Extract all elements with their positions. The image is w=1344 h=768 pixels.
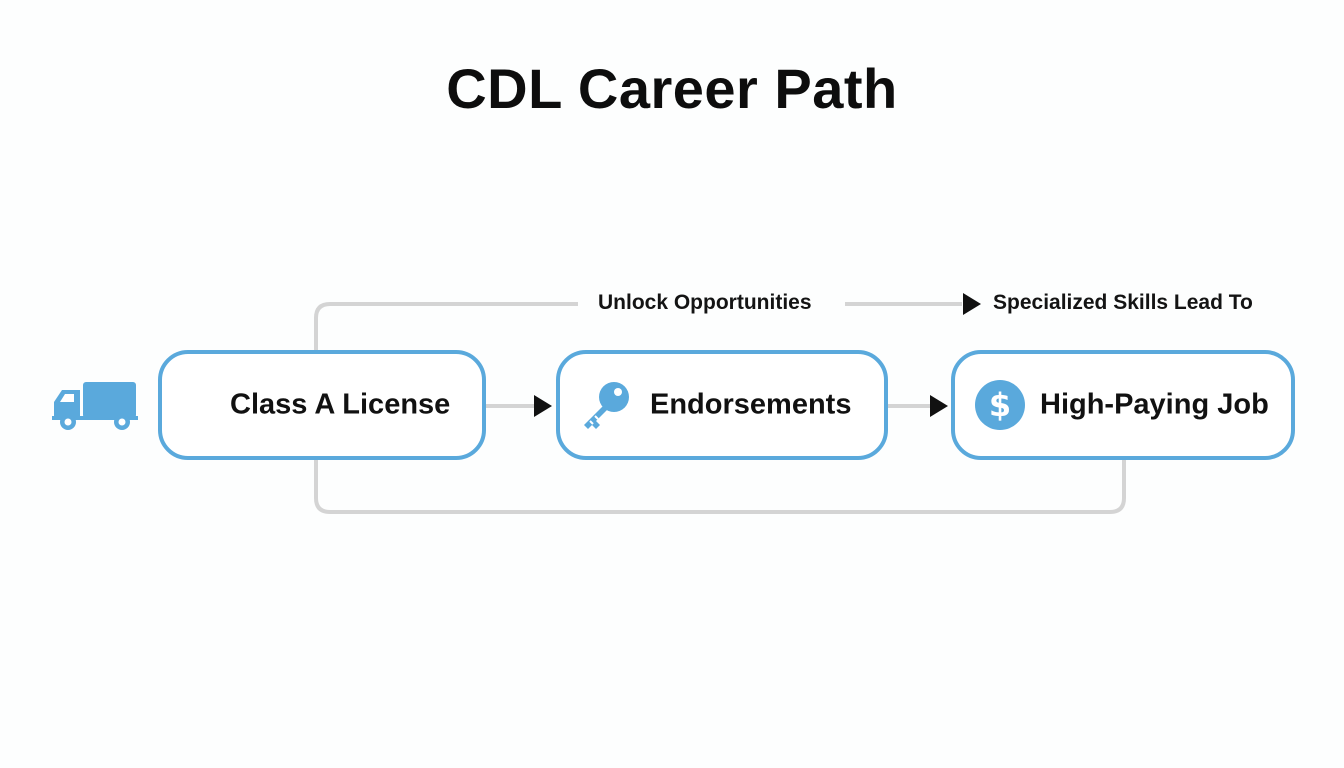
bottom-loop-connector (314, 460, 1126, 514)
svg-text:$: $ (989, 386, 1011, 424)
top-loop-arrowhead (963, 293, 981, 315)
node-endorsements: Endorsements (556, 350, 888, 460)
edge-label-specialized: Specialized Skills Lead To (993, 291, 1253, 315)
diagram-title: CDL Career Path (446, 57, 898, 120)
dollar-icon: $ (975, 380, 1025, 430)
node-label-class-a-license: Class A License (230, 388, 451, 421)
node-high-paying-job: $ High-Paying Job (951, 350, 1295, 460)
top-loop-connector (314, 302, 578, 350)
node-label-endorsements: Endorsements (650, 388, 852, 421)
edge-label-unlock: Unlock Opportunities (598, 291, 812, 315)
node-class-a-license: Class A License (158, 350, 486, 460)
key-icon (584, 382, 629, 429)
node-label-high-paying-job: High-Paying Job (1040, 388, 1269, 421)
truck-icon (52, 382, 138, 430)
arrow-endorsements-to-job-head (930, 395, 948, 417)
arrow-class-to-endorsements-head (534, 395, 552, 417)
